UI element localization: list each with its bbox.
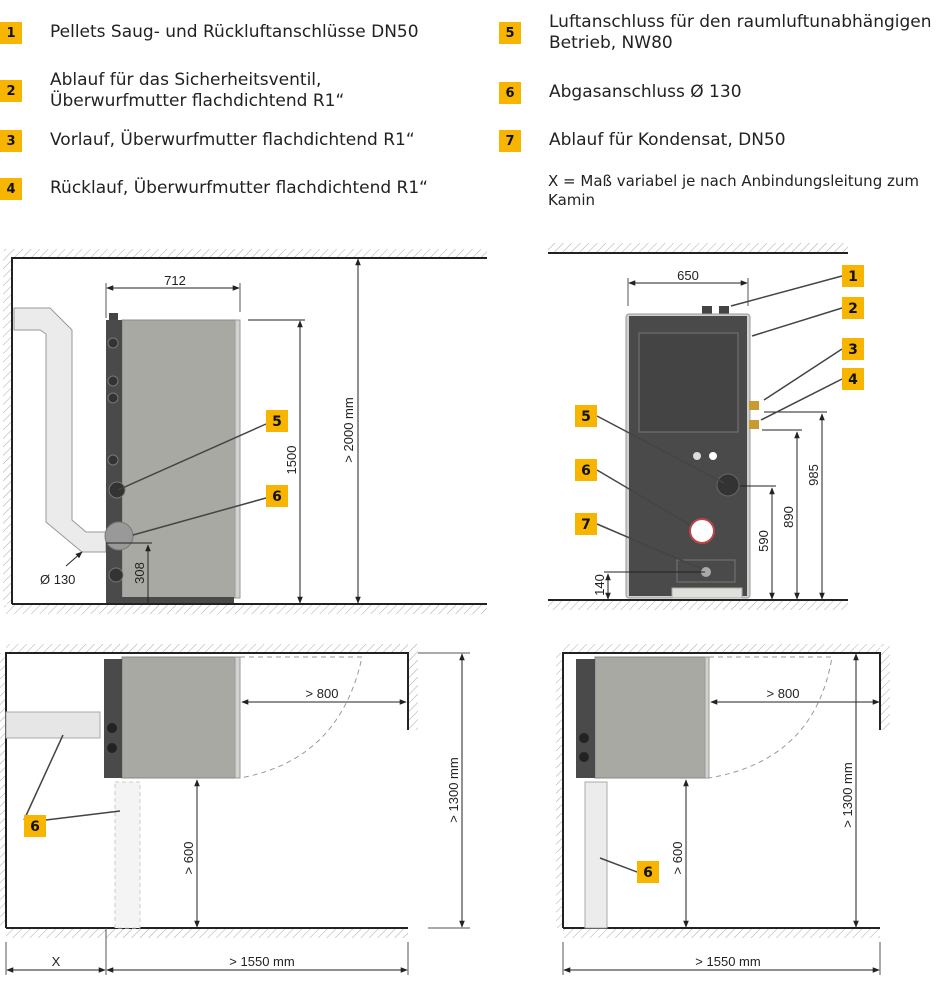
depth-label: > 1300 mm xyxy=(840,762,855,827)
svg-text:5: 5 xyxy=(272,414,282,430)
callout-7: 7 xyxy=(575,513,597,535)
badge: 3 xyxy=(0,130,22,152)
callout-3: 3 xyxy=(842,338,864,360)
callout-6: 6 xyxy=(24,815,46,837)
legend-text: Ablauf für das Sicherheitsventil, Überwu… xyxy=(50,70,345,111)
door-swing xyxy=(708,656,833,779)
legend-text: Abgasanschluss Ø 130 xyxy=(549,82,742,102)
front-panel xyxy=(638,332,739,433)
boiler-body xyxy=(594,656,706,779)
svg-text:6: 6 xyxy=(581,463,591,479)
callout-5: 5 xyxy=(575,405,597,427)
callout-6: 6 xyxy=(637,861,659,883)
svg-text:6: 6 xyxy=(272,489,282,505)
dim-590: 590 xyxy=(756,530,771,552)
width-label: 712 xyxy=(164,273,186,288)
legend-text: Vorlauf, Überwurfmutter flachdichtend R1… xyxy=(50,130,415,150)
front-clearance-label: > 600 xyxy=(670,842,685,875)
note-text: X = Maß variabel je nach Anbindungsleitu… xyxy=(548,172,919,209)
top-stub xyxy=(109,313,118,321)
room-height-label: > 2000 mm xyxy=(341,397,356,462)
svg-text:4: 4 xyxy=(848,372,858,388)
room-walls xyxy=(11,257,487,605)
svg-text:6: 6 xyxy=(30,819,40,835)
badge: 4 xyxy=(0,178,22,200)
dim-890: 890 xyxy=(781,506,796,528)
door-swing xyxy=(239,656,363,779)
svg-text:7: 7 xyxy=(581,517,591,533)
callout-5: 5 xyxy=(266,410,288,432)
legend-item-5: 5 Luftanschluss für den raumluftunabhängi… xyxy=(499,12,936,54)
legend-item-2: 2 Ablauf für das Sicherheitsventil, Überw… xyxy=(0,70,380,112)
length-label: > 1550 mm xyxy=(229,954,294,969)
flue-height-label: 308 xyxy=(132,562,147,584)
svg-text:5: 5 xyxy=(581,409,591,425)
callout-6: 6 xyxy=(575,459,597,481)
badge: 2 xyxy=(0,80,22,102)
svg-text:1: 1 xyxy=(848,269,858,285)
flue-pipe xyxy=(13,307,107,553)
legend-text: Luftanschluss für den raumluftunabhängig… xyxy=(549,12,932,53)
door-clearance-label: > 800 xyxy=(306,686,339,701)
badge: 6 xyxy=(499,82,521,104)
legend-item-6: 6 Abgasanschluss Ø 130 xyxy=(499,82,742,104)
svg-text:6: 6 xyxy=(643,865,653,881)
svg-text:3: 3 xyxy=(848,342,858,358)
front-width-label: 650 xyxy=(677,268,699,283)
callout-2: 2 xyxy=(842,297,864,319)
depth-label: > 1300 mm xyxy=(446,757,461,822)
legend-item-4: 4 Rücklauf, Überwurfmutter flachdichtend … xyxy=(0,178,428,200)
legend-item-7: 7 Ablauf für Kondensat, DN50 xyxy=(499,130,786,152)
x-label: X xyxy=(52,954,61,969)
badge: 1 xyxy=(0,22,22,44)
flue-pipe-alt xyxy=(114,781,141,929)
height-label: 1500 xyxy=(284,446,299,475)
badge: 7 xyxy=(499,130,521,152)
dim-985: 985 xyxy=(806,464,821,486)
front-view: 650 590 890 985 140 1 2 3 4 5 6 7 xyxy=(548,243,864,610)
plan-view-left: > 800 > 600 > 1300 mm X > 1550 mm 6 xyxy=(0,644,470,975)
badge: 5 xyxy=(499,22,521,44)
length-label: > 1550 mm xyxy=(695,954,760,969)
door-clearance-label: > 800 xyxy=(767,686,800,701)
boiler-body xyxy=(121,319,236,599)
svg-text:2: 2 xyxy=(848,301,858,317)
plan-view-right: > 800 > 600 > 1300 mm > 1550 mm 6 xyxy=(556,644,890,975)
legend-text: Rücklauf, Überwurfmutter flachdichtend R… xyxy=(50,178,428,198)
legend-item-3: 3 Vorlauf, Überwurfmutter flachdichtend R… xyxy=(0,130,415,152)
callout-4: 4 xyxy=(842,368,864,390)
front-clearance-label: > 600 xyxy=(181,842,196,875)
legend-text: Ablauf für Kondensat, DN50 xyxy=(549,130,786,150)
flue-diameter-label: Ø 130 xyxy=(40,572,75,587)
flue-pipe xyxy=(584,781,608,929)
callout-1: 1 xyxy=(842,265,864,287)
callout-6: 6 xyxy=(266,485,288,507)
side-view: 712 1500 > 2000 mm 308 Ø 130 5 6 xyxy=(3,249,487,614)
flue-pipe xyxy=(5,711,101,739)
legend-item-1: 1 Pellets Saug- und Rückluftanschlüsse DN… xyxy=(0,22,419,44)
boiler-body xyxy=(121,656,236,779)
dim-140: 140 xyxy=(592,574,607,596)
legend-text: Pellets Saug- und Rückluftanschlüsse DN5… xyxy=(50,22,419,42)
